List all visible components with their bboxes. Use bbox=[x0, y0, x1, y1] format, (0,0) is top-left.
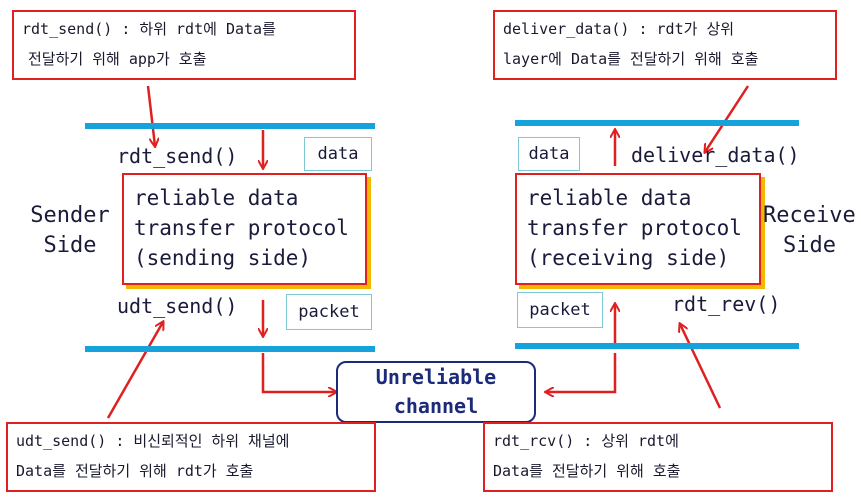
unreliable-channel-box: Unreliable channel bbox=[336, 361, 536, 423]
callout-line: layer에 Data를 전달하기 위해 호출 bbox=[503, 50, 759, 68]
sender-rdt-send-label: rdt_send() bbox=[117, 144, 238, 168]
sender-upper-layer-bar bbox=[85, 123, 375, 129]
callout-pointer-deliver-data bbox=[705, 85, 750, 152]
sender-packet-tag: packet bbox=[286, 294, 372, 330]
protocol-line: (receiving side) bbox=[527, 246, 730, 270]
sender-side-line: Sender bbox=[30, 203, 110, 228]
callout-line: Data를 전달하기 위해 rdt가 호출 bbox=[16, 462, 254, 480]
callout-line: 전달하기 위해 app가 호출 bbox=[28, 50, 207, 68]
deliver-data-callout: deliver_data() : rdt가 상위 layer에 Data를 전달… bbox=[493, 10, 837, 80]
receiver-side-line: Receive bbox=[763, 203, 856, 228]
udt-send-callout: udt_send() : 비신뢰적인 하위 채널에 Data를 전달하기 위해 … bbox=[6, 422, 376, 492]
protocol-line: transfer protocol bbox=[527, 216, 742, 240]
sender-data-tag: data bbox=[304, 137, 372, 171]
receiver-upper-layer-bar bbox=[515, 120, 799, 126]
sender-side-line: Side bbox=[43, 233, 97, 258]
protocol-line: transfer protocol bbox=[134, 216, 349, 240]
receiver-deliver-data-label: deliver_data() bbox=[631, 143, 800, 167]
sender-protocol-box: reliable data transfer protocol (sending… bbox=[122, 173, 367, 285]
callout-line: rdt_rcv() : 상위 rdt에 bbox=[493, 432, 679, 450]
receiver-packet-tag: packet bbox=[517, 292, 603, 328]
rdt-send-callout: rdt_send() : 하위 rdt에 Data를 전달하기 위해 app가 … bbox=[12, 10, 356, 80]
channel-to-receiver-arrow bbox=[546, 353, 617, 392]
callout-pointer-udt-send bbox=[106, 322, 163, 419]
rdt-rcv-callout: rdt_rcv() : 상위 rdt에 Data를 전달하기 위해 호출 bbox=[483, 422, 833, 492]
callout-pointer-rdt-send bbox=[146, 85, 155, 146]
callout-pointer-rdt-rcv bbox=[680, 324, 722, 409]
sender-side-label: Sender Side bbox=[26, 201, 114, 261]
callout-line: deliver_data() : rdt가 상위 bbox=[503, 20, 735, 38]
receiver-data-tag: data bbox=[518, 137, 580, 171]
receiver-protocol-box: reliable data transfer protocol (receivi… bbox=[515, 173, 761, 285]
receiver-rdt-rev-label: rdt_rev() bbox=[672, 292, 781, 316]
callout-line: rdt_send() : 하위 rdt에 Data를 bbox=[22, 20, 276, 38]
protocol-line: reliable data bbox=[527, 186, 692, 210]
protocol-line: reliable data bbox=[134, 186, 299, 210]
receiver-side-label: Receive Side bbox=[763, 201, 861, 261]
channel-line: Unreliable bbox=[375, 365, 497, 389]
sender-to-channel-arrow bbox=[261, 353, 336, 392]
sender-udt-send-label: udt_send() bbox=[117, 294, 238, 318]
protocol-line: (sending side) bbox=[134, 246, 312, 270]
receiver-lower-layer-bar bbox=[515, 343, 799, 349]
receiver-side-line: Side bbox=[783, 233, 836, 258]
callout-line: udt_send() : 비신뢰적인 하위 채널에 bbox=[16, 432, 290, 450]
channel-line: channel bbox=[393, 394, 479, 418]
callout-line: Data를 전달하기 위해 호출 bbox=[493, 462, 681, 480]
sender-lower-layer-bar bbox=[85, 346, 375, 352]
